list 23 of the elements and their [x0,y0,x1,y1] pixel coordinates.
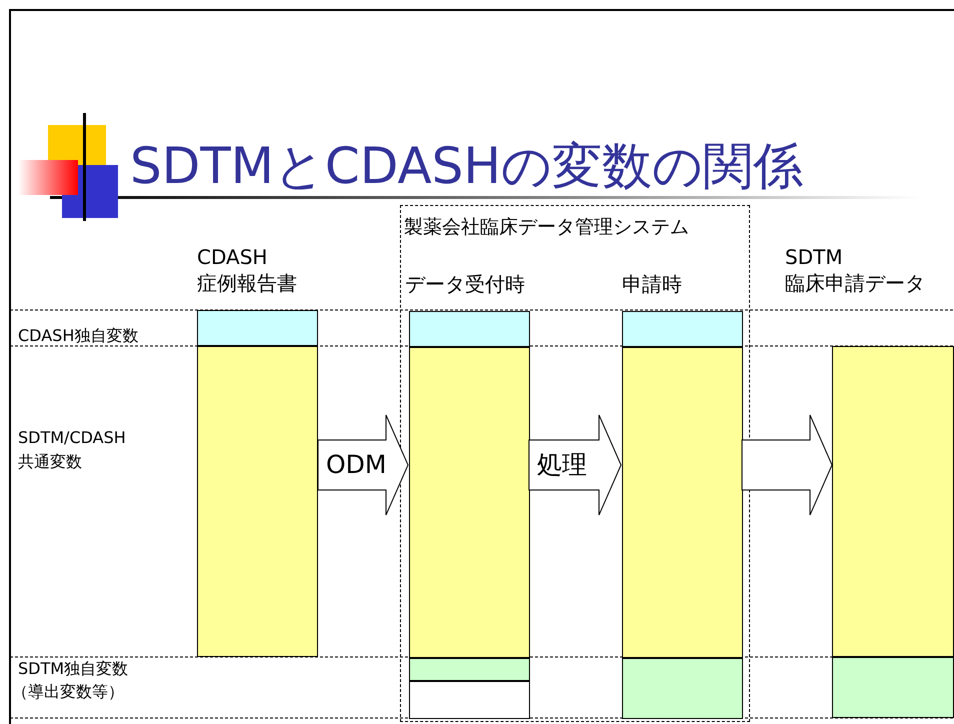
variable-block [832,657,954,718]
block-arrow [742,414,833,516]
variable-block [197,346,318,657]
row-label: SDTM/CDASH 共通変数 [18,427,127,473]
row-label: CDASH独自変数 [18,325,140,347]
variable-block [622,658,743,719]
variable-block [832,346,954,657]
variable-block [622,311,743,347]
variable-block [409,347,530,658]
variable-block [409,658,530,681]
column-heading: SDTM 臨床申請データ [785,244,926,296]
variable-block [409,681,530,719]
column-heading: 申請時 [622,271,683,297]
column-heading: CDASH 症例報告書 [197,244,298,296]
row-label: （導出変数等） [12,681,125,703]
system-heading: 製薬会社臨床データ管理システム [404,215,689,240]
variable-block [409,311,530,347]
system-boundary [400,205,750,722]
row-label: SDTM独自変数 [18,658,130,680]
variable-block [622,347,743,658]
slide-title: SDTMとCDASHの変数の関係 [130,136,803,196]
column-heading: データ受付時 [405,271,526,297]
variable-block [197,310,318,346]
